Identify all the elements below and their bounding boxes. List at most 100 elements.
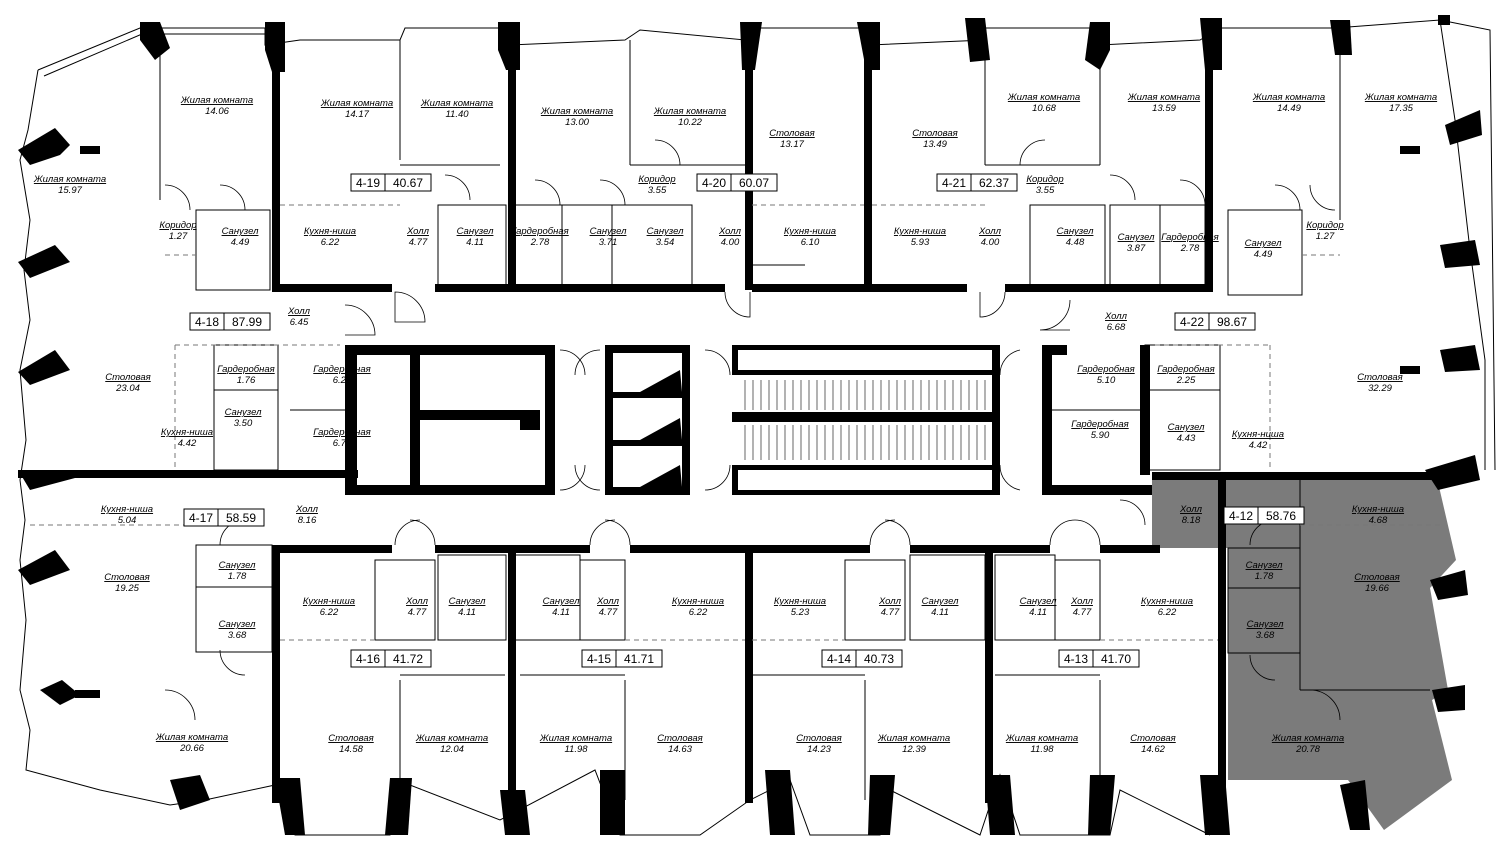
room-area: 11.98 (564, 744, 588, 755)
room-area: 20.66 (179, 743, 204, 754)
room-area: 8.18 (1182, 515, 1201, 526)
room-area: 4.42 (1249, 440, 1268, 451)
room-name: Гардеробная (1157, 364, 1214, 375)
room-name: Кухня-ниша (894, 226, 946, 237)
room-area: 4.77 (881, 607, 900, 618)
room-area: 5.23 (791, 607, 810, 618)
room-area: 14.63 (668, 744, 692, 755)
room-name: Санузел (543, 596, 581, 607)
room-name: Санузел (1057, 226, 1095, 237)
room-area: 23.04 (115, 383, 140, 394)
room-area: 6.22 (689, 607, 708, 618)
room-name: Кухня-ниша (303, 596, 355, 607)
room-name: Холл (978, 226, 1002, 237)
room-area: 12.04 (440, 744, 464, 755)
room-area: 3.68 (1256, 630, 1275, 641)
room-name: Гардеробная (1071, 419, 1128, 430)
apartment-label-4-19[interactable]: 4-19 40.67 (350, 173, 432, 192)
room-area: 5.90 (1091, 430, 1110, 441)
room-area: 6.24 (333, 375, 352, 386)
room-name: Коридор (159, 220, 196, 231)
room-area: 14.17 (345, 109, 369, 120)
apartment-4-12-highlight[interactable] (1152, 478, 1456, 830)
room-name: Кухня-ниша (1232, 429, 1284, 440)
room-name: Жилая комната (1271, 733, 1344, 744)
room-name: Санузел (225, 407, 263, 418)
apartment-area: 58.59 (226, 511, 256, 525)
room-name: Жилая комната (320, 98, 393, 109)
room-area: 6.68 (1107, 322, 1126, 333)
room-name: Жилая комната (540, 106, 613, 117)
room-name: Кухня-ниша (1352, 504, 1404, 515)
apartment-area: 41.70 (1101, 652, 1131, 666)
apartment-number: 4-17 (189, 511, 213, 525)
room-area: 3.55 (1036, 185, 1055, 196)
room-name: Санузел (922, 596, 960, 607)
room-name: Жилая комната (1364, 92, 1437, 103)
room-name: Холл (1070, 596, 1094, 607)
apartment-number: 4-19 (356, 176, 380, 190)
room-area: 3.68 (228, 630, 247, 641)
apartment-label-4-17[interactable]: 4-17 58.59 (183, 508, 265, 527)
room-name: Коридор (1026, 174, 1063, 185)
room-name: Холл (718, 226, 742, 237)
room-name: Столовая (657, 733, 703, 744)
room-name: Столовая (796, 733, 842, 744)
room-name: Коридор (1306, 220, 1343, 231)
room-name: Столовая (1354, 572, 1400, 583)
room-name: Кухня-ниша (1141, 596, 1193, 607)
room-name: Гардеробная (1161, 232, 1218, 243)
interior-partitions (159, 40, 1430, 800)
room-name: Санузел (647, 226, 685, 237)
room-area: 1.27 (169, 231, 188, 242)
room-name: Гардеробная (511, 226, 568, 237)
room-area: 1.27 (1316, 231, 1335, 242)
room-name: Санузел (1020, 596, 1058, 607)
apartment-area: 40.67 (393, 176, 423, 190)
room-name: Столовая (104, 572, 150, 583)
